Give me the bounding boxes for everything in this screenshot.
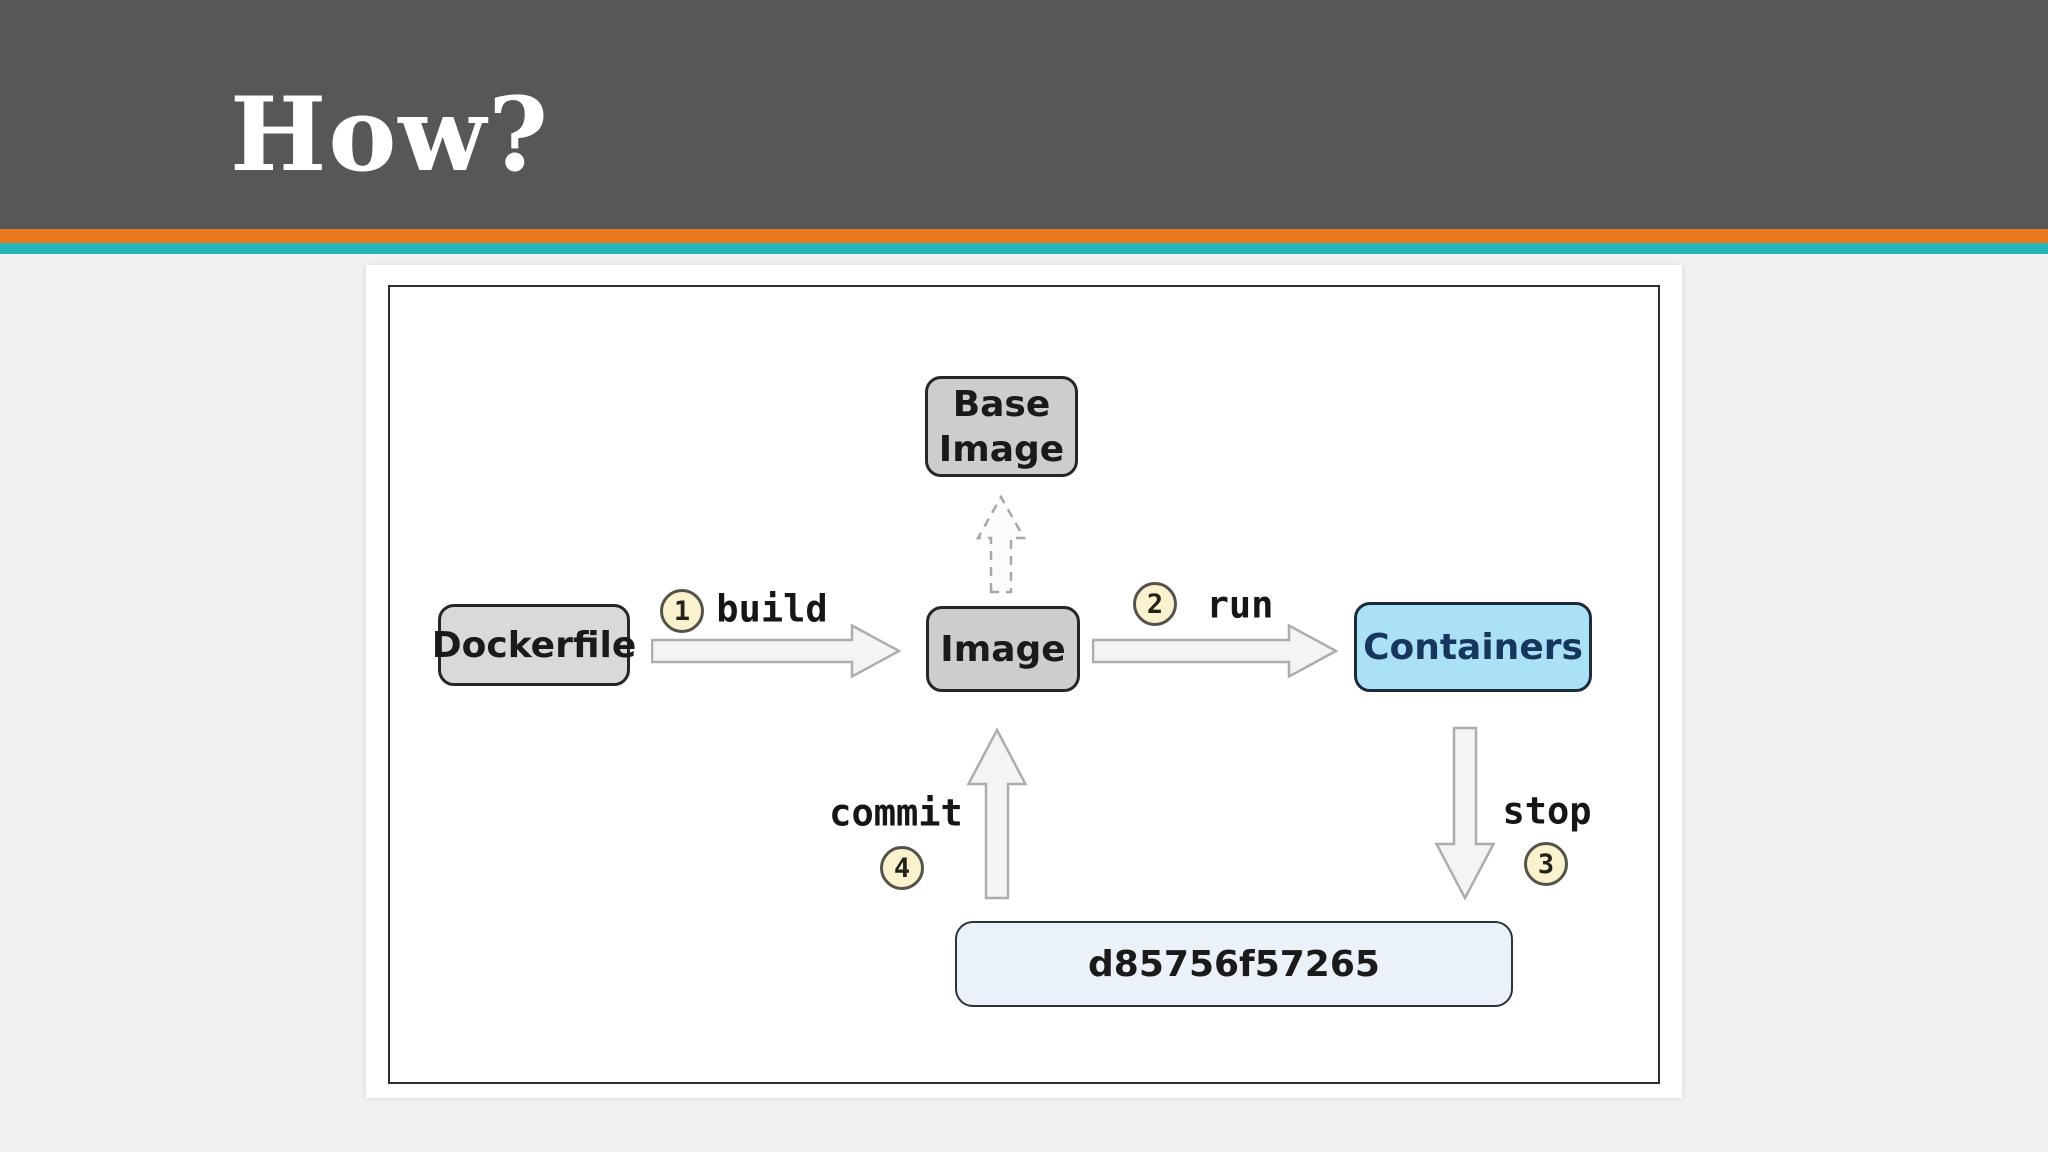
stop-arrow-icon: [1434, 726, 1496, 900]
node-containers: Containers: [1354, 602, 1592, 692]
step-label-stop: stop: [1502, 789, 1592, 833]
accent-stripe-teal: [0, 243, 2048, 254]
step-badge-2: 2: [1133, 582, 1177, 626]
step-label-build: build: [716, 587, 828, 631]
step-badge-1: 1: [660, 589, 704, 633]
base-image-dashed-arrow-icon: [975, 494, 1027, 594]
node-image-label: Image: [940, 628, 1066, 670]
run-arrow-icon: [1092, 624, 1338, 678]
step-number-1: 1: [673, 595, 691, 627]
slide-header: How?: [0, 0, 2048, 229]
step-number-3: 3: [1537, 848, 1555, 880]
node-base-image: Base Image: [925, 376, 1078, 477]
step-badge-4: 4: [880, 846, 924, 890]
node-base-image-label: Base Image: [938, 383, 1065, 470]
commit-arrow-icon: [966, 728, 1028, 900]
step-label-run: run: [1206, 583, 1274, 627]
step-badge-3: 3: [1524, 842, 1568, 886]
build-arrow-icon: [651, 624, 901, 678]
node-dockerfile: Dockerfile: [432, 604, 636, 686]
accent-stripe-orange: [0, 229, 2048, 243]
node-dockerfile-label: Dockerfile: [431, 624, 637, 666]
slide-title: How?: [230, 75, 550, 195]
node-containers-label: Containers: [1363, 626, 1583, 668]
step-label-commit: commit: [829, 791, 963, 835]
step-number-4: 4: [893, 852, 911, 884]
node-container-id: d85756f57265: [955, 921, 1513, 1007]
node-container-id-label: d85756f57265: [1088, 943, 1380, 985]
node-image: Image: [926, 606, 1080, 692]
step-number-2: 2: [1146, 588, 1164, 620]
